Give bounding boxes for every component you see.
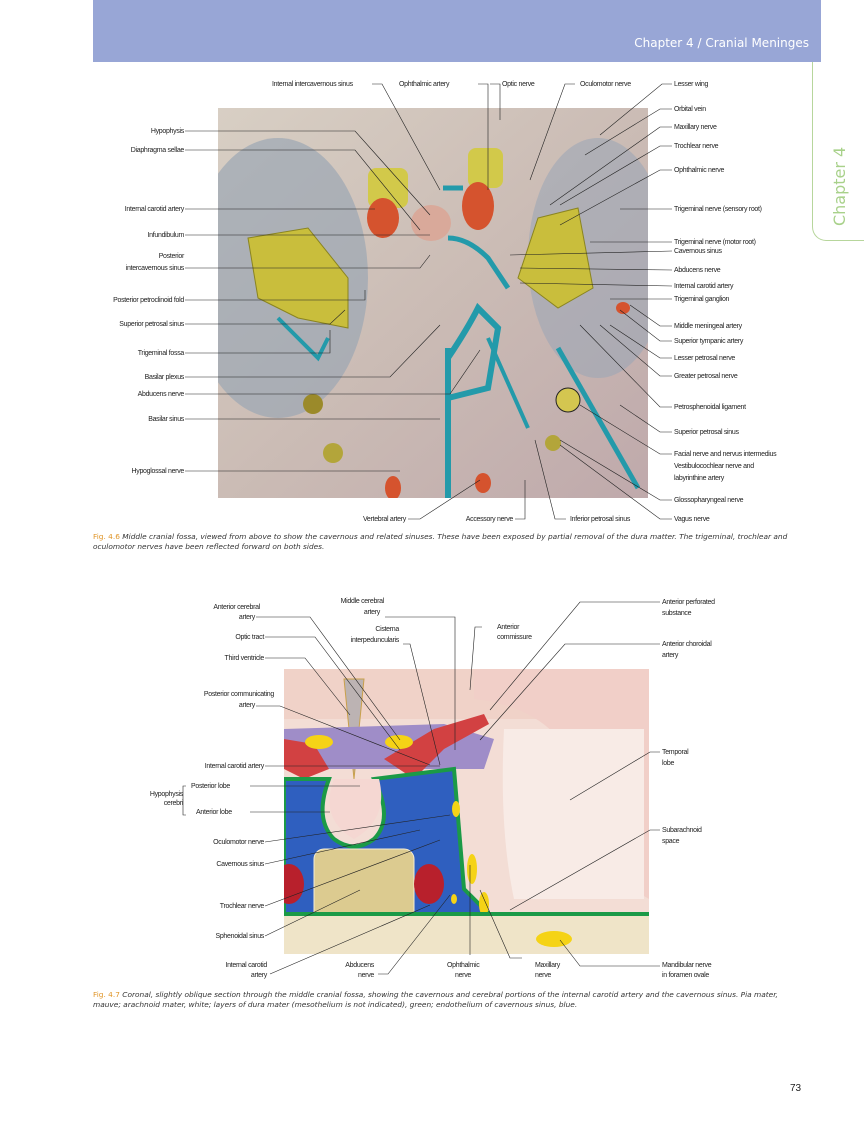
- chapter-title: Chapter 4 / Cranial Meninges: [634, 36, 809, 50]
- label-ophthalmic-nerve: Ophthalmic nerve: [674, 167, 725, 174]
- label-middle-cerebral-1: Middle cerebral: [340, 598, 385, 605]
- label-inferior-petrosal-sinus: Inferior petrosal sinus: [570, 516, 631, 523]
- label-middle-meningeal-artery: Middle meningeal artery: [674, 323, 742, 330]
- label-abducens-bottom-2: nerve: [357, 972, 374, 979]
- label-internal-carotid-bottom-1: Internal carotid: [225, 962, 267, 969]
- label-trochlear-nerve-fig47: Trochlear nerve: [219, 903, 265, 910]
- label-cavernous-sinus-fig47: Cavernous sinus: [216, 861, 264, 868]
- label-abducens-nerve-right: Abducens nerve: [674, 267, 721, 274]
- label-hypophysis-cerebri-2: cerebri: [163, 800, 184, 807]
- label-hypoglossal-nerve: Hypoglossal nerve: [131, 468, 185, 475]
- label-intercavernous-sinus: intercavernous sinus: [125, 265, 185, 272]
- label-superior-tympanic-artery: Superior tympanic artery: [674, 338, 744, 345]
- label-cisterna-2: interpeduncularis: [350, 637, 400, 644]
- label-anterior-cerebral-1: Anterior cerebral: [213, 604, 260, 611]
- label-middle-cerebral-2: artery: [363, 609, 380, 616]
- label-mandibular-2: in foramen ovale: [662, 972, 709, 979]
- label-posterior-lobe: Posterior lobe: [191, 783, 230, 790]
- label-anterior-choroidal-2: artery: [662, 652, 679, 659]
- label-optic-nerve: Optic nerve: [502, 81, 535, 88]
- label-posterior: Posterior: [158, 253, 185, 260]
- label-internal-carotid-artery-right: Internal carotid artery: [674, 283, 734, 290]
- label-hypophysis-cerebri-1: Hypophysis: [149, 791, 183, 798]
- label-maxillary-nerve: Maxillary nerve: [674, 124, 717, 131]
- label-lesser-wing: Lesser wing: [674, 81, 709, 88]
- label-greater-petrosal-nerve: Greater petrosal nerve: [674, 373, 738, 380]
- label-subarachnoid-2: space: [662, 838, 680, 845]
- label-anterior-perforated-1: Anterior perforated: [662, 599, 715, 606]
- page-number: 73: [790, 1083, 802, 1094]
- label-internal-carotid-bottom-2: artery: [250, 972, 267, 979]
- label-trigeminal-fossa: Trigeminal fossa: [137, 350, 185, 357]
- label-ophthalmic-artery: Ophthalmic artery: [399, 81, 450, 88]
- label-glossopharyngeal-nerve: Glossopharyngeal nerve: [674, 497, 744, 504]
- label-superior-petrosal-sinus-left: Superior petrosal sinus: [119, 321, 184, 328]
- label-facial-nerve: Facial nerve and nervus intermedius: [674, 451, 777, 458]
- label-diaphragma-sellae: Diaphragma sellae: [130, 147, 185, 154]
- label-temporal-lobe-2: lobe: [662, 760, 675, 767]
- label-sphenoidal-sinus: Sphenoidal sinus: [215, 933, 264, 940]
- label-internal-carotid-artery: Internal carotid artery: [124, 206, 185, 213]
- label-anterior-choroidal-1: Anterior choroidal: [662, 641, 712, 648]
- label-basilar-sinus: Basilar sinus: [148, 416, 184, 423]
- label-posterior-petroclinoid-fold: Posterior petroclinoid fold: [113, 297, 184, 304]
- label-trigeminal-sensory-root: Trigeminal nerve (sensory root): [674, 206, 762, 213]
- label-maxillary-bottom-2: nerve: [535, 972, 552, 979]
- label-abducens-nerve-left: Abducens nerve: [137, 391, 185, 398]
- label-subarachnoid-1: Subarachnoid: [662, 827, 702, 834]
- figure-4-7-caption-text: Coronal, slightly oblique section throug…: [93, 990, 778, 1009]
- figure-4-6-caption: Fig. 4.6 Middle cranial fossa, viewed fr…: [93, 532, 803, 552]
- label-vagus-nerve: Vagus nerve: [674, 516, 710, 523]
- label-oculomotor-nerve-fig47: Oculomotor nerve: [213, 839, 264, 846]
- label-orbital-vein: Orbital vein: [674, 106, 706, 113]
- label-oculomotor-nerve: Oculomotor nerve: [580, 81, 631, 88]
- label-internal-carotid-artery-fig47: Internal carotid artery: [204, 763, 265, 770]
- label-internal-intercavernous-sinus: Internal intercavernous sinus: [272, 81, 353, 88]
- label-lesser-petrosal-nerve: Lesser petrosal nerve: [674, 355, 736, 362]
- label-trigeminal-ganglion: Trigeminal ganglion: [674, 296, 730, 303]
- label-infundibulum: Infundibulum: [147, 232, 185, 239]
- figure-4-6-illustration: [218, 108, 648, 498]
- label-abducens-bottom-1: Abducens: [345, 962, 374, 969]
- label-trochlear-nerve: Trochlear nerve: [674, 143, 719, 150]
- figure-4-7-illustration: [284, 669, 649, 954]
- label-trigeminal-motor-root: Trigeminal nerve (motor root): [674, 239, 756, 246]
- label-third-ventricle: Third ventricle: [224, 655, 265, 662]
- label-anterior-perforated-2: substance: [662, 610, 692, 617]
- figure-4-7-caption: Fig. 4.7 Coronal, slightly oblique secti…: [93, 990, 803, 1010]
- label-anterior-lobe: Anterior lobe: [196, 809, 232, 816]
- label-ophthalmic-bottom-1: Ophthalmic: [447, 962, 480, 969]
- label-petrosphenoidal-ligament: Petrosphenoidal ligament: [674, 404, 746, 411]
- figure-4-6-caption-text: Middle cranial fossa, viewed from above …: [93, 532, 788, 551]
- label-basilar-plexus: Basilar plexus: [144, 374, 185, 381]
- label-anterior-commissure-2: commissure: [497, 634, 532, 641]
- label-cavernous-sinus: Cavernous sinus: [674, 248, 722, 255]
- label-accessory-nerve: Accessory nerve: [465, 516, 514, 523]
- label-anterior-commissure-1: Anterior: [497, 624, 520, 631]
- chapter-side-tab: [812, 62, 864, 241]
- label-ophthalmic-bottom-2: nerve: [455, 972, 472, 979]
- label-posterior-communicating-1: Posterior communicating: [203, 691, 274, 698]
- label-anterior-cerebral-2: artery: [238, 614, 255, 621]
- label-maxillary-bottom-1: Maxillary: [535, 962, 560, 969]
- label-posterior-communicating-2: artery: [238, 702, 255, 709]
- figure-4-7-number: Fig. 4.7: [93, 990, 120, 999]
- label-hypophysis: Hypophysis: [150, 128, 184, 135]
- label-cisterna-1: Cisterna: [375, 626, 399, 633]
- label-vestibulocochlear-nerve: Vestibulocochlear nerve and: [674, 463, 754, 470]
- label-superior-petrosal-sinus-right: Superior petrosal sinus: [674, 429, 739, 436]
- label-mandibular-1: Mandibular nerve: [662, 962, 712, 969]
- figure-4-6-number: Fig. 4.6: [93, 532, 120, 541]
- label-labyrinthine-artery: labyrinthine artery: [674, 475, 724, 482]
- label-vertebral-artery: Vertebral artery: [362, 516, 406, 523]
- label-temporal-lobe-1: Temporal: [662, 749, 689, 756]
- chapter-header-bar: Chapter 4 / Cranial Meninges: [93, 0, 821, 62]
- label-optic-tract: Optic tract: [235, 634, 264, 641]
